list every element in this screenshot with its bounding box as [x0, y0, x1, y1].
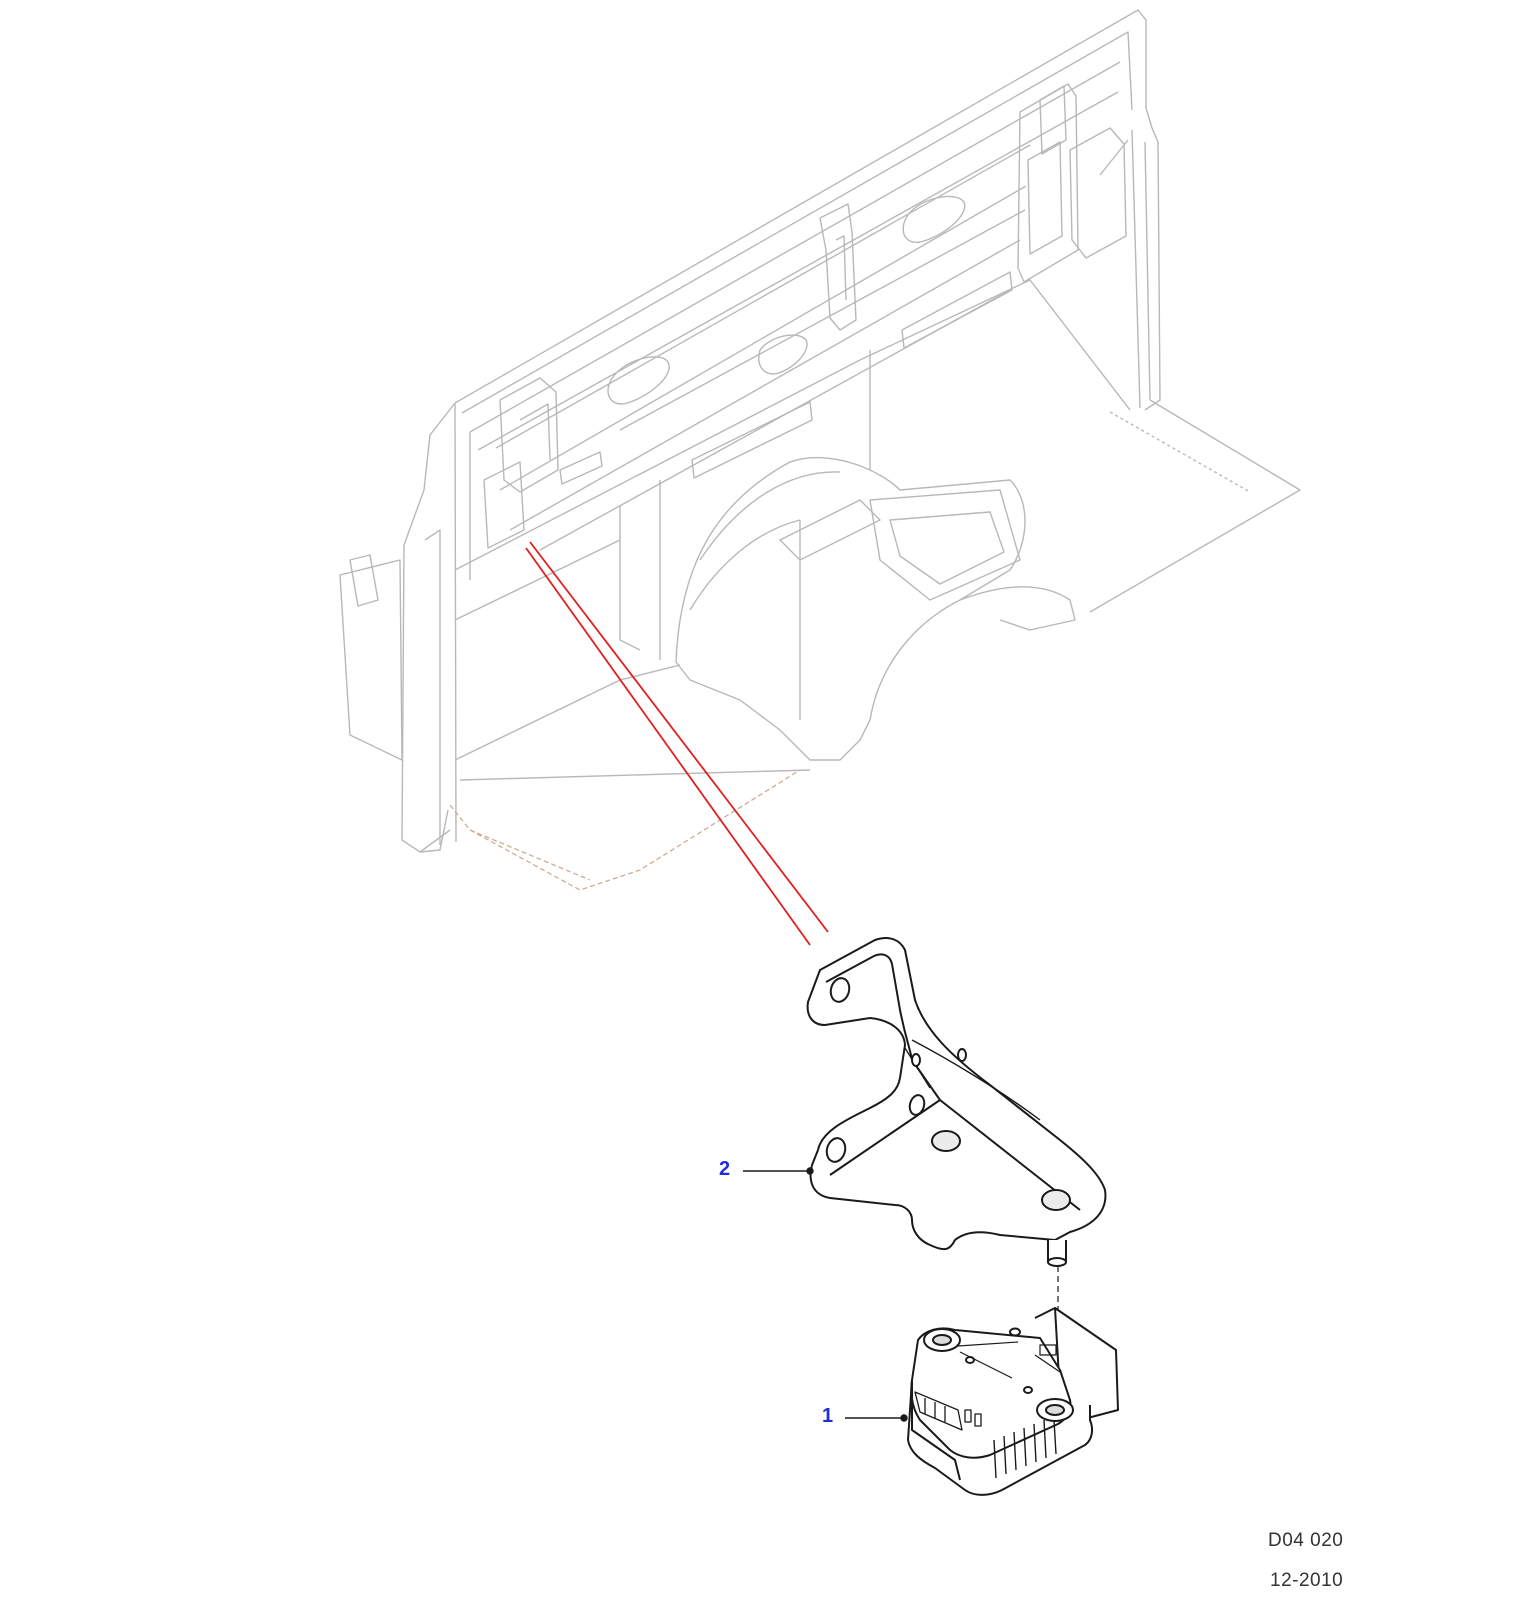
bracket-hole-small-1 [911, 1053, 921, 1067]
vehicle-body-shell [339, 9, 1301, 853]
location-leader-lines [525, 541, 829, 946]
module-side-connector [914, 1391, 982, 1431]
floor-panel-outline [449, 769, 801, 891]
figure-revision-date: 12-2010 [1270, 1570, 1344, 1591]
leader-line-right [529, 541, 829, 933]
bracket-hole-top [829, 977, 851, 1003]
callout-1-anchor [900, 1414, 908, 1422]
callout-leaders [743, 1167, 908, 1422]
mounting-bracket [806, 937, 1107, 1267]
callout-label-1: 1 [822, 1405, 834, 1427]
bracket-boss-2 [1041, 1189, 1071, 1211]
module-cooling-fins [993, 1419, 1057, 1479]
bracket-hole-mid [908, 1094, 926, 1116]
sensor-module [907, 1307, 1119, 1496]
bracket-hole-small-2 [957, 1048, 967, 1062]
bracket-boss-1 [931, 1130, 961, 1152]
figure-reference-code: D04 020 [1268, 1530, 1344, 1551]
bracket-hole-left [825, 1137, 847, 1163]
callout-label-2: 2 [719, 1158, 731, 1180]
leader-line-left [525, 547, 811, 946]
callout-2-anchor [806, 1167, 814, 1175]
